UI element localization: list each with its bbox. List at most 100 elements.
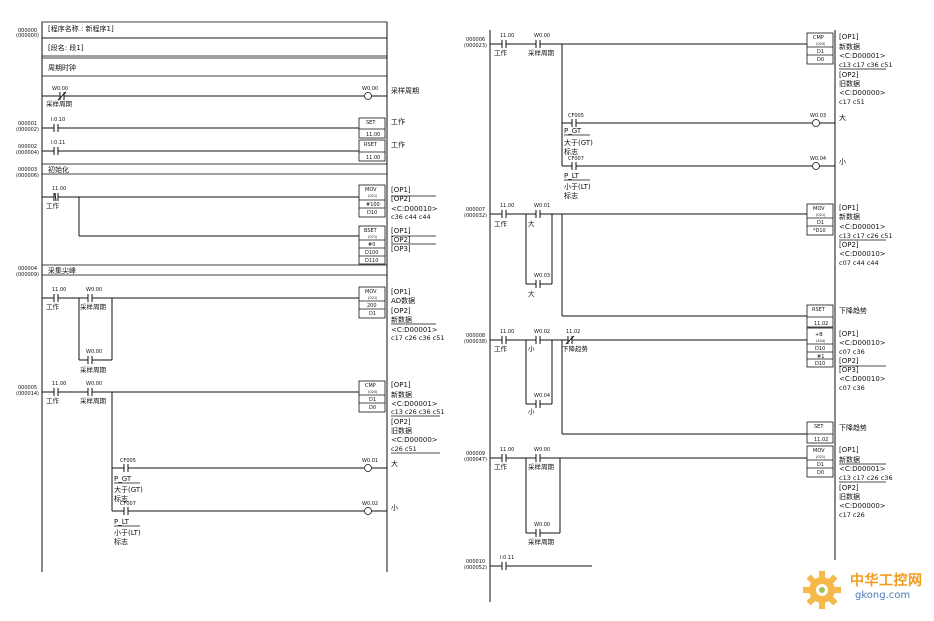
operand: 11.02 [814, 437, 828, 443]
instr-code: (020) [816, 42, 826, 46]
mov-instruction [806, 203, 834, 236]
operand: #1 [817, 354, 824, 360]
contact-comment: 工作 [494, 462, 508, 471]
step-number: 000005 [18, 385, 37, 391]
operand-value: <C:D00001> [839, 223, 886, 231]
contact-comment: 工作 [46, 302, 60, 311]
contact-comment: P_LT [114, 518, 130, 526]
operand-label: [OP3] [839, 366, 859, 374]
instr-name: BSET [364, 228, 378, 234]
set-instruction [358, 117, 386, 139]
instr-name: RSET [812, 307, 826, 313]
contact-address: CF007 [120, 501, 136, 507]
operand-label: [OP2] [839, 71, 859, 79]
cross-ref: c07 c36 [839, 348, 865, 356]
contact-address: 11.00 [52, 287, 66, 293]
cross-ref: c07 c36 [839, 384, 865, 392]
contact-comment: 采样周期 [46, 99, 73, 108]
coil-address: W0.04 [810, 156, 826, 162]
operand-value: <C:D00000> [839, 89, 886, 97]
contact-comment: 大 [528, 289, 535, 298]
operand: D1 [369, 397, 376, 403]
comment-box [41, 163, 388, 175]
contact-address: W0.03 [534, 273, 550, 279]
contact-comment: P_GT [564, 127, 582, 135]
contact-address: 11.00 [500, 447, 514, 453]
operand-label: [OP1] [391, 227, 411, 235]
cross-ref: c36 c44 c44 [391, 213, 431, 221]
operand: D0 [817, 470, 824, 476]
contact-address: I:0.10 [51, 117, 65, 123]
cross-ref: c17 c26 c36 c51 [391, 334, 445, 342]
contact-comment: 小 [528, 344, 535, 353]
coil-address: W0.03 [810, 113, 826, 119]
contact-comment: 下降趋势 [562, 344, 589, 353]
contact-address: 11.00 [500, 329, 514, 335]
step-number: 000000 [18, 28, 37, 34]
instr-name: CMP [365, 383, 376, 389]
operand: *D10 [813, 228, 826, 234]
step-number: 000007 [466, 207, 485, 213]
cmp-instruction [806, 32, 834, 65]
coil-comment: 大 [391, 459, 398, 468]
operand: D10 [815, 361, 825, 367]
mov-instruction [806, 445, 834, 478]
cross-ref: c17 c51 [839, 98, 865, 106]
contact-comment: P_GT [114, 475, 132, 483]
operand-value: <C:D00001> [839, 52, 886, 60]
step-address: (000009) [16, 272, 39, 278]
contact-comment: 采样周期 [528, 537, 555, 546]
operand: D110 [365, 258, 378, 264]
operand-label: [OP2] [391, 195, 411, 203]
contact-comment: 采样周期 [80, 302, 107, 311]
contact-address: W0.00 [52, 86, 68, 92]
contact-address: I:0.11 [51, 140, 65, 146]
operand-comment: 新数据 [391, 315, 412, 324]
operand-label: [OP1] [839, 204, 859, 212]
instr-name: MOV [813, 206, 825, 212]
contact-address: W0.04 [534, 393, 550, 399]
operand-value: <C:D00010> [839, 339, 886, 347]
cross-ref: c13 c26 c36 c51 [391, 408, 445, 416]
operand-comment: 工作 [391, 117, 405, 126]
operand-label: [OP1] [391, 186, 411, 194]
contact-address: W0.01 [534, 203, 550, 209]
instr-code: (021) [816, 455, 826, 459]
section-name: [段名: 段1] [48, 43, 84, 52]
operand-comment: 新数据 [839, 212, 860, 221]
operand-label: [OP2] [839, 484, 859, 492]
step-address: (000047) [464, 457, 487, 463]
contact-address: 11.00 [500, 203, 514, 209]
contact-address: 11.00 [52, 186, 66, 192]
step-number: 000002 [18, 144, 37, 150]
contact-address: CF005 [120, 458, 136, 464]
contact-comment: 小于(LT) [114, 528, 141, 537]
operand: D10 [367, 210, 377, 216]
step-address: (000023) [464, 43, 487, 49]
instr-name: +B [815, 332, 823, 338]
instr-name: MOV [813, 448, 825, 454]
step-number: 000004 [18, 266, 37, 272]
operand: #0 [368, 242, 375, 248]
operand-comment: 新数据 [839, 455, 860, 464]
coil-address: W0.01 [362, 458, 378, 464]
instr-code: (020) [368, 390, 378, 394]
operand-label: [OP1] [839, 446, 859, 454]
operand-comment: 工作 [391, 140, 405, 149]
operand-value: <C:D00000> [391, 436, 438, 444]
operand: #100 [366, 202, 380, 208]
operand: D1 [817, 220, 824, 226]
operand-label: [OP1] [391, 381, 411, 389]
contact-comment: 采样周期 [528, 462, 555, 471]
contact-comment: 标志 [564, 147, 578, 156]
cross-ref: c17 c26 [839, 511, 865, 519]
instr-name: MOV [365, 289, 377, 295]
contact-comment: 工作 [494, 344, 508, 353]
operand-comment: 新数据 [839, 42, 860, 51]
mov-instruction [358, 184, 386, 218]
cross-ref: c13 c17 c26 c51 [839, 232, 893, 240]
cross-ref: c13 c17 c36 c51 [839, 61, 893, 69]
add-instruction [806, 327, 834, 368]
cmp-instruction [358, 380, 386, 413]
step-number: 000009 [466, 451, 485, 457]
